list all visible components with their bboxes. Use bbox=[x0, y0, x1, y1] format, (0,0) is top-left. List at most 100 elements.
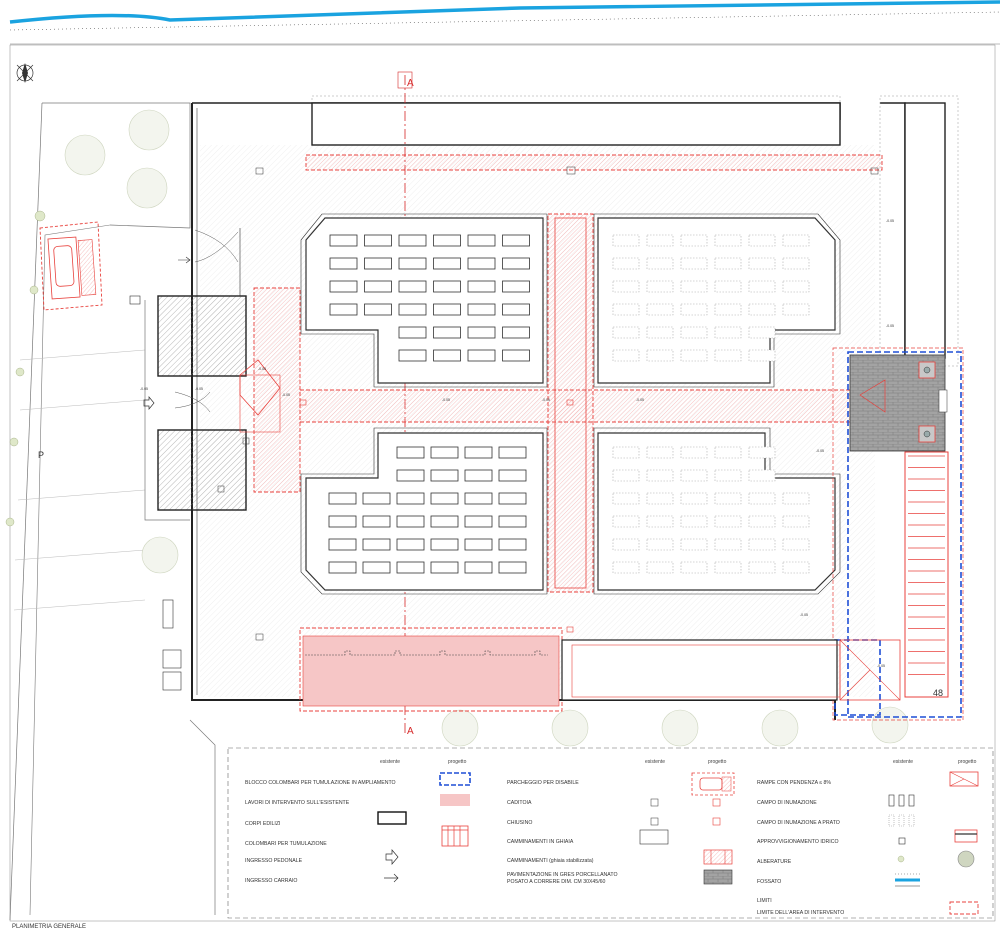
grave-plot bbox=[467, 303, 496, 316]
elevation-label: -0.05 bbox=[886, 219, 894, 223]
grave-plot bbox=[646, 280, 674, 293]
grave-plot bbox=[748, 234, 776, 247]
grave-plot bbox=[396, 446, 425, 459]
grave-plot bbox=[748, 257, 776, 270]
grave-plot bbox=[329, 257, 358, 270]
grave-plot bbox=[612, 515, 640, 528]
drawing-title: PLANIMETRIA GENERALE bbox=[12, 924, 86, 930]
legend-symbol bbox=[440, 794, 470, 806]
grave-plot bbox=[467, 234, 496, 247]
grave-plot bbox=[464, 469, 493, 482]
elevation-label: -0.05 bbox=[636, 398, 644, 402]
grave-plot bbox=[782, 538, 810, 551]
grave-plot bbox=[498, 446, 527, 459]
grave-plot bbox=[748, 446, 776, 459]
grave-plot bbox=[714, 561, 742, 574]
grave-plot bbox=[498, 538, 527, 551]
grave-plot bbox=[646, 257, 674, 270]
grave-plot bbox=[464, 538, 493, 551]
grave-plot bbox=[714, 446, 742, 459]
grave-plot bbox=[680, 234, 708, 247]
grate-icon bbox=[712, 798, 721, 807]
sheet-frame bbox=[9, 44, 996, 922]
grave-plot bbox=[502, 280, 530, 293]
grave-plot bbox=[714, 469, 742, 482]
legend-label: LIMITI bbox=[757, 898, 772, 904]
grave-plot bbox=[396, 538, 425, 551]
grave-plot bbox=[362, 538, 391, 551]
grave-plot bbox=[398, 280, 427, 293]
grave-plot bbox=[362, 515, 391, 528]
grave-plot bbox=[612, 561, 640, 574]
grave-plot bbox=[612, 326, 640, 339]
grave-plot bbox=[646, 561, 674, 574]
elevation-label: -0.05 bbox=[282, 393, 290, 397]
legend-symbol bbox=[703, 849, 733, 865]
legend-symbol bbox=[441, 825, 469, 847]
legend-header-existing: esistente bbox=[380, 759, 400, 765]
grave-plot bbox=[396, 492, 425, 505]
elevation-label: -0.05 bbox=[442, 398, 450, 402]
grave-plot bbox=[646, 234, 674, 247]
grave-plot bbox=[433, 234, 461, 247]
legend-label: PAVIMENTAZIONE IN GRES PORCELLANATO bbox=[507, 872, 618, 878]
legend: esistente progetto esistente progetto es… bbox=[227, 747, 994, 919]
ditch-icon bbox=[895, 873, 920, 887]
legend-label: LAVORI DI INTERVENTO SULL'ESISTENTE bbox=[245, 800, 350, 806]
graves-bottom-left bbox=[328, 446, 527, 574]
grave-plot bbox=[714, 326, 742, 339]
grave-plot bbox=[782, 303, 810, 316]
intervention-strip-top bbox=[305, 154, 883, 171]
grave-plot bbox=[612, 257, 640, 270]
grave-plot bbox=[433, 326, 461, 339]
grave-plot bbox=[748, 469, 776, 482]
grave-plot bbox=[612, 492, 640, 505]
grave-plot bbox=[714, 492, 742, 505]
grave-plot bbox=[328, 515, 357, 528]
grave-plot bbox=[430, 469, 459, 482]
legend-label: CAMMINAMENTI IN GHIAIA bbox=[507, 839, 574, 845]
grave-plot bbox=[748, 326, 776, 339]
grave-plot bbox=[646, 446, 674, 459]
new-columbaria-block bbox=[904, 451, 949, 698]
grave-plot bbox=[748, 303, 776, 316]
grave-plot bbox=[396, 515, 425, 528]
grave-plot bbox=[646, 469, 674, 482]
water-supply-icon bbox=[898, 837, 906, 845]
grave-plot bbox=[646, 492, 674, 505]
legend-label: INGRESSO PEDONALE bbox=[245, 858, 303, 864]
grave-plot bbox=[430, 446, 459, 459]
grave-plot bbox=[498, 492, 527, 505]
grave-plot bbox=[398, 349, 427, 362]
grave-plot bbox=[646, 303, 674, 316]
grave-plot bbox=[328, 492, 357, 505]
grave-plot bbox=[680, 446, 708, 459]
grave-plot bbox=[612, 280, 640, 293]
grave-plot bbox=[329, 303, 358, 316]
grave-plot bbox=[748, 538, 776, 551]
grave-plot bbox=[782, 561, 810, 574]
grave-plot bbox=[680, 326, 708, 339]
grave-plot bbox=[364, 303, 392, 316]
intervention-boundary-right bbox=[832, 347, 964, 721]
legend-symbol bbox=[954, 829, 978, 843]
tree-icon bbox=[957, 850, 975, 868]
pedestrian-entrance-icon bbox=[143, 396, 155, 410]
legend-label: POSATO A CORRERE DIM. CM 30X45/60 bbox=[507, 879, 606, 885]
grave-plot bbox=[748, 561, 776, 574]
grave-plot bbox=[612, 446, 640, 459]
columbaria-right bbox=[904, 102, 946, 359]
grave-plot bbox=[612, 303, 640, 316]
legend-label: COLOMBARI PER TUMULAZIONE bbox=[245, 841, 327, 847]
grave-plot bbox=[502, 234, 530, 247]
tree-icon bbox=[897, 855, 905, 863]
plot-number: 48 bbox=[933, 688, 943, 698]
grave-plot bbox=[430, 492, 459, 505]
legend-symbol bbox=[949, 771, 979, 787]
disabled-parking-space bbox=[39, 221, 103, 311]
graves-bottom-right bbox=[612, 446, 810, 574]
bottom-intervention bbox=[299, 627, 841, 712]
legend-header-project: progetto bbox=[708, 759, 727, 765]
grave-plot bbox=[467, 257, 496, 270]
